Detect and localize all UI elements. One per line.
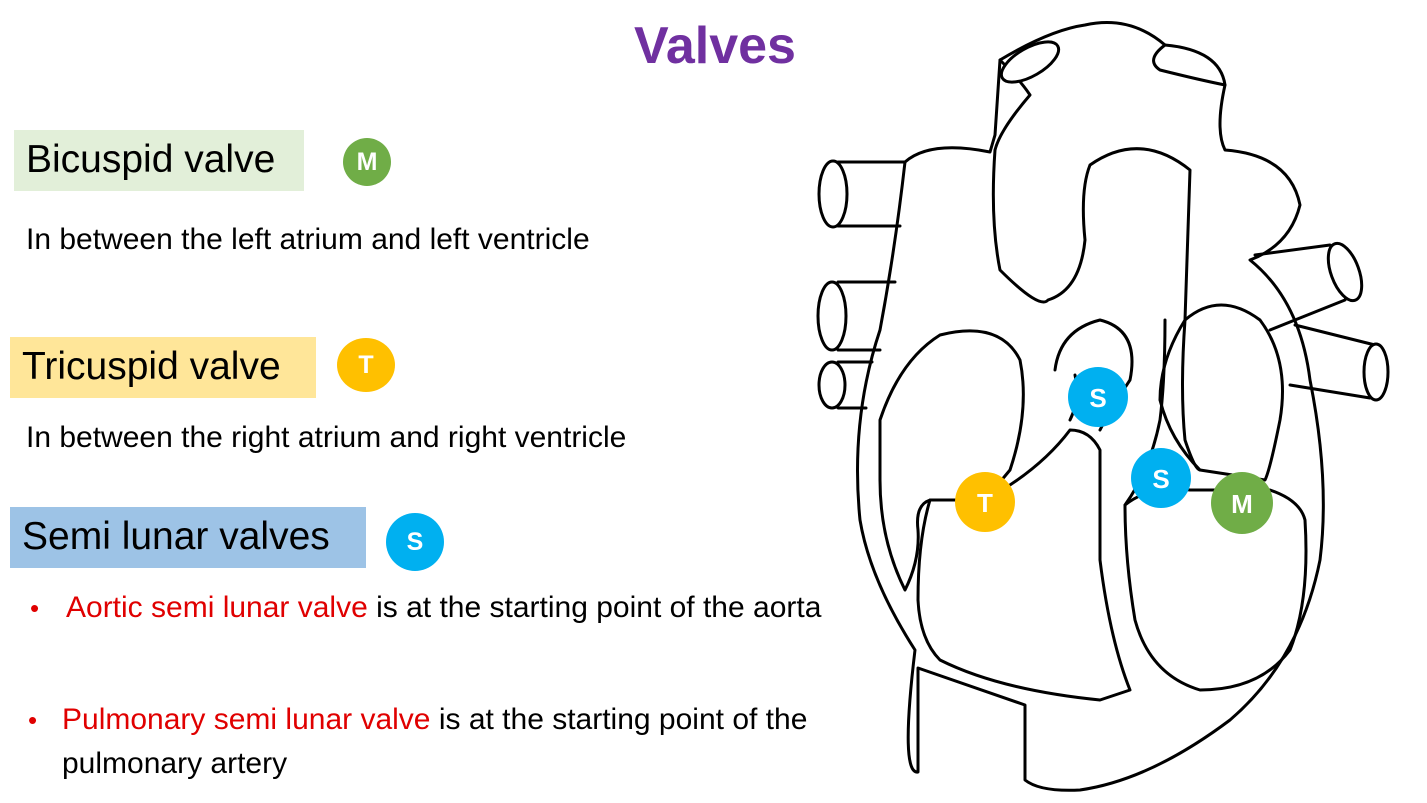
right-atrium xyxy=(878,329,1025,592)
left-pulmonary-veins xyxy=(816,159,907,410)
bullet-dot: • xyxy=(28,705,38,735)
marker-pulmonary-semilunar-label: S xyxy=(1089,383,1106,413)
bicuspid-valve-label: Bicuspid valve xyxy=(14,130,304,191)
marker-aortic-semilunar xyxy=(1131,448,1191,508)
page-title: Valves xyxy=(634,17,796,75)
left-atrium xyxy=(1158,303,1284,482)
tricuspid-badge: T xyxy=(337,338,395,392)
marker-pulmonary-semilunar xyxy=(1068,367,1128,427)
marker-bicuspid-label: M xyxy=(1231,489,1253,519)
semilunar-badge: S xyxy=(386,513,444,571)
marker-tricuspid-label: T xyxy=(977,488,993,518)
marker-bicuspid xyxy=(1211,472,1273,534)
aortic-valve-text: is at the starting point of the aorta xyxy=(367,591,822,624)
aortic-valve-bullet: • Aortic semi lunar valve is at the start… xyxy=(30,586,846,630)
heart-diagram: T S S M xyxy=(816,21,1390,792)
tricuspid-description: In between the right atrium and right ve… xyxy=(26,421,627,454)
left-ventricle xyxy=(1123,487,1308,692)
heart-outline xyxy=(856,21,1325,792)
aorta xyxy=(991,58,1192,322)
bicuspid-badge: M xyxy=(343,138,391,186)
pulmonary-valve-bullet: • Pulmonary semi lunar valve is at the st… xyxy=(28,698,862,786)
tricuspid-valve-label: Tricuspid valve xyxy=(10,337,316,398)
pulmonary-valve-name: Pulmonary semi lunar valve xyxy=(62,703,431,736)
aortic-valve-name: Aortic semi lunar valve xyxy=(66,591,368,624)
bicuspid-description: In between the left atrium and left vent… xyxy=(26,223,590,256)
right-pulmonary-veins xyxy=(1253,241,1390,402)
marker-tricuspid xyxy=(955,472,1015,532)
bullet-dot: • xyxy=(30,593,40,623)
semilunar-valves-label: Semi lunar valves xyxy=(10,507,366,568)
right-ventricle xyxy=(916,428,1132,702)
pulmonary-valve-text: is at the starting point of the pulmonar… xyxy=(62,703,808,780)
marker-aortic-semilunar-label: S xyxy=(1152,464,1169,494)
